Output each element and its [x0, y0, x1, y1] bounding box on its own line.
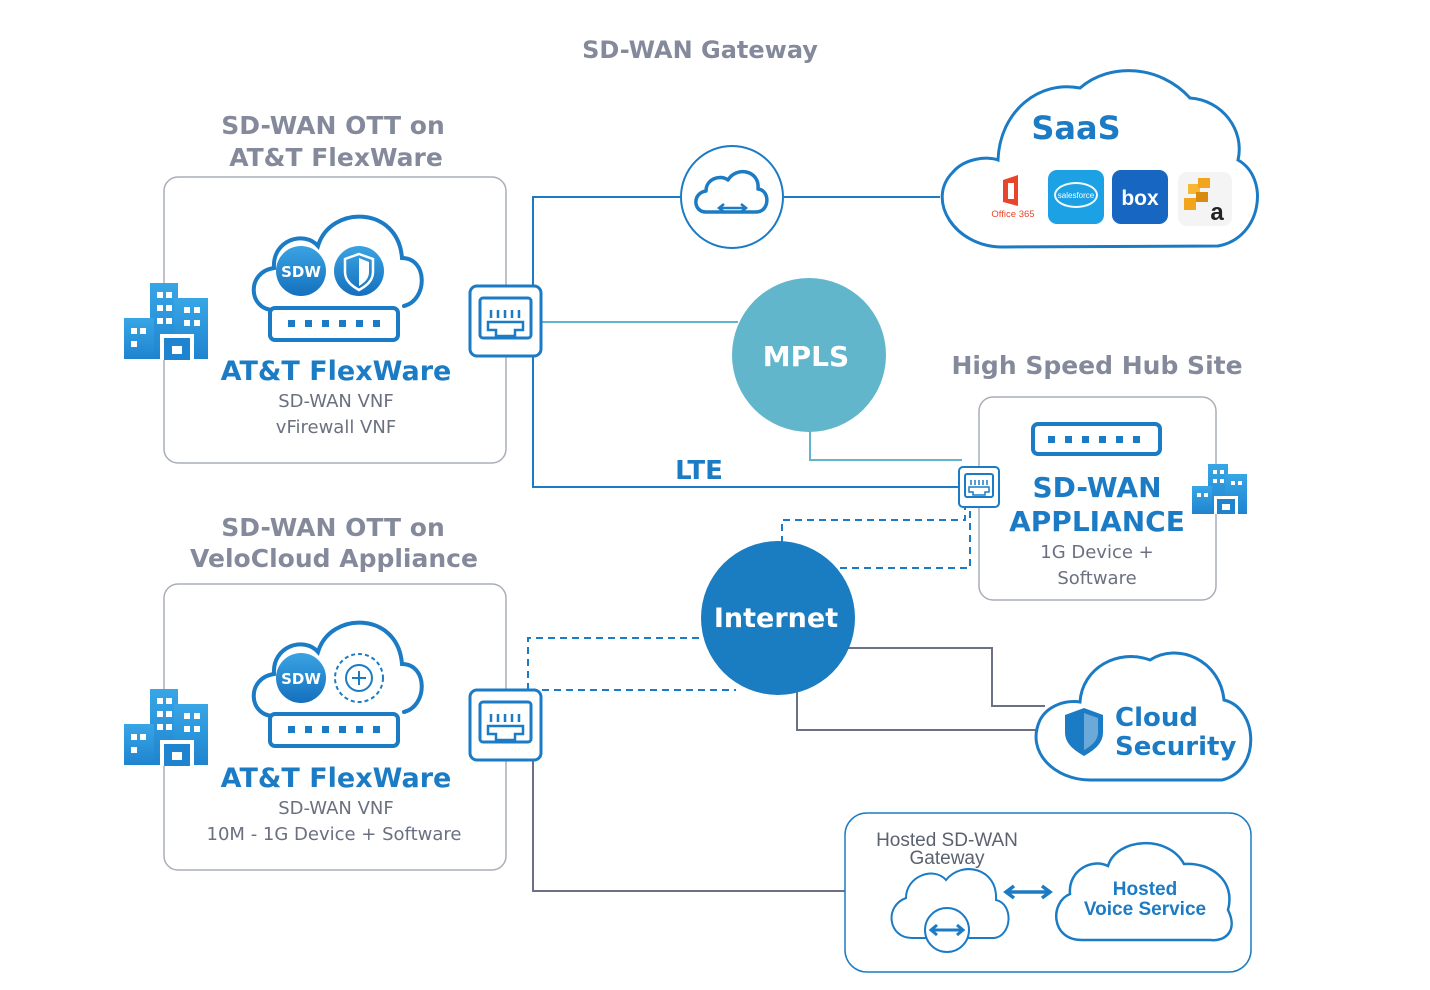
- hosted-services: Hosted SD-WAN Gateway Hosted Voice Servi…: [844, 812, 1252, 973]
- hub-ethernet-port-icon: [958, 466, 1000, 508]
- lte-label: LTE: [675, 456, 723, 486]
- flexware-detail-line2: vFirewall VNF: [276, 417, 396, 438]
- gateway-bidirectional-arrow-icon: [716, 203, 749, 213]
- network-mpls: MPLS: [732, 278, 886, 432]
- hosted-gateway-cloud-icon: [890, 868, 1010, 939]
- connection-lines: [527, 196, 1045, 892]
- cloud-security-line1: Cloud: [1115, 703, 1198, 733]
- velocloud-detail-line1: SD-WAN VNF: [278, 798, 394, 819]
- salesforce-label: salesforce: [1058, 191, 1095, 200]
- site-velocloud: SD-WAN OTT on VeloCloud Appliance SDW AT…: [124, 513, 543, 871]
- mpls-label: MPLS: [763, 340, 849, 373]
- flexware-cloud-device-icon: SDW: [251, 214, 424, 342]
- hub-title-line1: SD-WAN: [1032, 471, 1161, 504]
- flexware-building-icon: [124, 283, 208, 360]
- hosted-voice-line2: Voice Service: [1084, 899, 1206, 920]
- salesforce-icon: salesforce: [1048, 170, 1104, 224]
- security-shield-icon: [1065, 708, 1103, 756]
- site-velocloud-heading-line1: SD-WAN OTT on: [221, 513, 445, 542]
- sdwan-gateway-node: [680, 145, 784, 249]
- site-flexware-heading-line2: AT&T FlexWare: [229, 143, 443, 172]
- link-flexware-saas: [532, 196, 680, 290]
- firewall-shield-icon: [343, 252, 375, 292]
- hub-building-icon: [1192, 464, 1247, 514]
- office365-label: Office 365: [991, 209, 1034, 220]
- hosted-gateway-line1: Hosted SD-WAN: [876, 830, 1018, 851]
- cloud-security-line2: Security: [1115, 732, 1236, 762]
- cloud-security: Cloud Security: [1034, 651, 1253, 782]
- network-internet: Internet: [701, 541, 855, 695]
- internet-label: Internet: [714, 603, 838, 634]
- link-velo-hosted: [532, 758, 846, 892]
- site-velocloud-heading-line2: VeloCloud Appliance: [190, 544, 478, 573]
- site-flexware: SD-WAN OTT on AT&T FlexWare SDW AT&T Fle…: [124, 111, 543, 464]
- link-internet-hub-dashed-2: [840, 505, 971, 569]
- hosted-gateway-arrow-icon: [928, 923, 966, 937]
- flexware-sdw-badge: SDW: [281, 263, 321, 281]
- hub-detail-line2: Software: [1057, 568, 1136, 589]
- box-icon: box: [1112, 170, 1168, 224]
- box-label: box: [1121, 187, 1159, 210]
- hub-site: High Speed Hub Site SD-WAN APPLIANCE 1G …: [951, 351, 1247, 601]
- link-mpls-hub: [809, 430, 962, 461]
- hosted-gateway-line2: Gateway: [910, 848, 985, 869]
- hosted-voice-line1: Hosted: [1113, 879, 1177, 900]
- velocloud-detail-line2: 10M - 1G Device + Software: [207, 824, 462, 845]
- hosted-voice-cloud-outline: [1055, 841, 1233, 942]
- velocloud-building-icon: [124, 689, 208, 766]
- flexware-brand: AT&T FlexWare: [221, 356, 452, 387]
- hub-title-line2: APPLIANCE: [1009, 505, 1185, 538]
- diagram-title: SD-WAN Gateway: [582, 36, 818, 64]
- hosted-link-arrow-icon: [1003, 884, 1053, 900]
- velocloud-sdw-badge: SDW: [281, 670, 321, 688]
- aws-label: a: [1210, 199, 1224, 226]
- flexware-ethernet-port-icon: [468, 284, 543, 358]
- link-internet-hub-dashed-1: [781, 505, 966, 543]
- saas-group: SaaS Office 365 salesforce box a: [680, 69, 1259, 249]
- velocloud-ethernet-port-icon: [468, 688, 543, 762]
- velocloud-cloud-device-icon: SDW: [251, 620, 424, 748]
- flexware-detail-line1: SD-WAN VNF: [278, 391, 394, 412]
- saas-title: SaaS: [1031, 109, 1120, 147]
- aws-icon: a: [1178, 172, 1232, 226]
- office365-icon: Office 365: [991, 175, 1035, 220]
- hub-site-heading: High Speed Hub Site: [951, 351, 1242, 380]
- link-flexware-lte: [532, 357, 962, 488]
- hub-detail-line1: 1G Device +: [1040, 542, 1153, 563]
- link-velo-internet-dashed-1: [527, 637, 704, 690]
- velocloud-brand: AT&T FlexWare: [221, 763, 452, 794]
- link-internet-security-2: [796, 692, 1040, 731]
- link-internet-security-1: [848, 647, 1045, 707]
- hub-appliance-icon: [1031, 422, 1162, 456]
- site-flexware-heading-line1: SD-WAN OTT on: [221, 111, 445, 140]
- gateway-cloud-icon: [694, 169, 769, 214]
